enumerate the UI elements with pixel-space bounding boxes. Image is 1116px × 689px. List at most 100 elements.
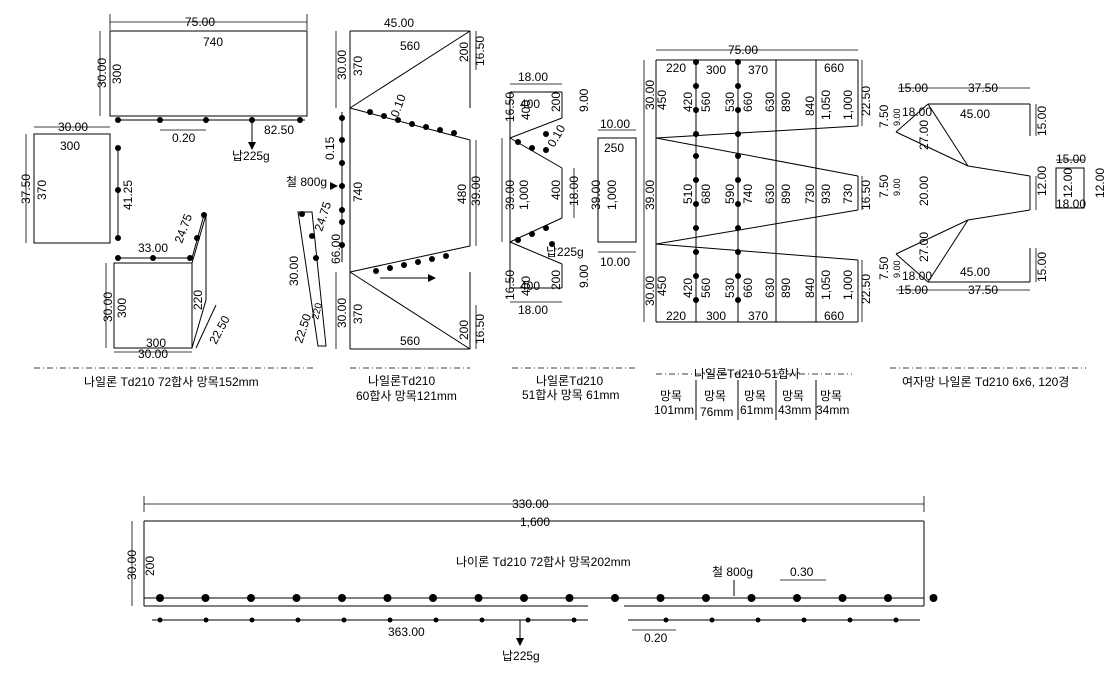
dim-label: 75.00	[185, 15, 215, 29]
dim-label: 300	[110, 64, 124, 84]
float	[747, 594, 756, 602]
dim-label: 400	[520, 279, 540, 293]
panel-5: 15.00 37.50 45.00 45.00 18.00 7.50 9.00 …	[877, 81, 1107, 389]
dim-label: 200	[549, 92, 563, 112]
dim-label: 10.00	[600, 255, 630, 269]
dim-label: 370	[748, 63, 768, 77]
float	[838, 594, 847, 602]
dim-label: 18.00	[1056, 197, 1086, 211]
dim-label: 370	[748, 309, 768, 323]
dim-label: 22.50	[859, 86, 873, 116]
dim-label: 200	[457, 42, 471, 62]
float	[611, 594, 619, 602]
dim-label: 890	[779, 92, 793, 112]
mesh-size: 34mm	[816, 403, 849, 417]
dim-label: 0.20	[172, 131, 196, 145]
dim-label: 300	[146, 336, 166, 350]
bottom-net: 330.00 1,600 30.00 200 나이론 Td210 72합사 망목…	[125, 496, 938, 663]
dim-label: 82.50	[264, 123, 294, 137]
dim-label: 30.00	[287, 256, 301, 286]
dim-label: 30.00	[58, 120, 88, 134]
mesh-table: 망목 망목 망목 망목 망목 101mm 76mm 61mm 43mm 34mm	[654, 380, 849, 420]
dim-label: 660	[824, 61, 844, 75]
mesh-size: 43mm	[778, 403, 811, 417]
panel-1: 75.00 740 30.00 300 0.20 82.50 납225g 30.…	[19, 14, 314, 389]
dim-label: 9.00	[577, 88, 591, 112]
dim-label: 15.00	[1035, 106, 1049, 136]
dim-label: 530	[723, 92, 737, 112]
dim-label: 560	[400, 39, 420, 53]
dim-label: 480	[455, 184, 469, 204]
dim-label: 560	[699, 92, 713, 112]
dim-label: 0.15	[323, 136, 337, 160]
float	[520, 594, 528, 602]
mesh-label: 망목	[704, 389, 726, 403]
dim-label: 33.00	[138, 241, 168, 255]
dim-label: 363.00	[388, 625, 425, 639]
dim-label: 18.00	[902, 269, 932, 283]
panel-label: 나일론 Td210 72합사 망목152mm	[84, 375, 259, 389]
dim-label: 30.00	[643, 276, 657, 306]
float	[656, 594, 665, 602]
panel-3: 18.00 400 400 16.50 400 200 9.00 39.00 1…	[501, 70, 637, 402]
dim-label: 370	[351, 56, 365, 76]
dim-label: 890	[779, 278, 793, 298]
float	[929, 594, 938, 602]
dim-label: 0.20	[644, 631, 668, 645]
mesh-size: 61mm	[740, 403, 773, 417]
dim-label: 420	[681, 278, 695, 298]
dim-label: 30.00	[335, 50, 349, 80]
panel-label: 51합사 망목 61mm	[522, 388, 620, 402]
dim-label: 30.00	[125, 550, 139, 580]
sinker	[249, 617, 255, 623]
dim-label: 300	[706, 63, 726, 77]
dim-label: 630	[763, 184, 777, 204]
float	[201, 594, 210, 602]
dim-label: 24.75	[172, 212, 196, 245]
sinker	[433, 617, 439, 623]
dim-label: 420	[681, 92, 695, 112]
float	[429, 594, 437, 602]
dim-label: 510	[681, 184, 695, 204]
dim-label: 16.50	[503, 92, 517, 122]
dim-label: 37.50	[19, 174, 33, 204]
dim-label: 0.30	[790, 565, 814, 579]
dim-label: 16.50	[503, 270, 517, 300]
weight-label: 납225g	[232, 149, 270, 163]
dim-label: 37.50	[968, 283, 998, 297]
float	[793, 594, 801, 602]
dim-label: 1,600	[520, 515, 550, 529]
float	[702, 594, 710, 602]
sinker	[571, 617, 577, 623]
dim-label: 560	[400, 334, 420, 348]
dim-label: 39.00	[589, 180, 603, 210]
p5-side-rect	[1055, 167, 1085, 209]
dim-label: 45.00	[960, 107, 990, 121]
dim-label: 0.10	[388, 92, 409, 119]
dim-label: 220	[310, 301, 325, 320]
dim-label: 1,000	[841, 270, 855, 300]
dim-label: 18.00	[518, 70, 548, 84]
dim-label: 220	[666, 309, 686, 323]
dim-label: 450	[655, 90, 669, 110]
mesh-size: 76mm	[700, 405, 733, 419]
dim-label: 400	[519, 276, 533, 296]
dim-label: 27.00	[917, 120, 931, 150]
dim-label: 12.00	[1061, 168, 1075, 198]
float	[247, 594, 255, 602]
dim-label: 660	[824, 309, 844, 323]
dim-label: 30.00	[643, 80, 657, 110]
dim-label: 37.50	[968, 81, 998, 95]
dim-label: 740	[741, 184, 755, 204]
dim-label: 18.00	[518, 303, 548, 317]
p3-side-rect	[597, 137, 637, 243]
dim-label: 9.00	[577, 264, 591, 288]
dim-label: 450	[655, 276, 669, 296]
panel-label: 나일론Td210 51합사	[694, 367, 800, 381]
dim-label: 530	[723, 278, 737, 298]
dim-label: 30.00	[101, 292, 115, 322]
dim-label: 41.25	[121, 180, 135, 210]
dim-label: 18.00	[902, 105, 932, 119]
dim-label: 300	[706, 309, 726, 323]
dim-label: 15.00	[1035, 252, 1049, 282]
